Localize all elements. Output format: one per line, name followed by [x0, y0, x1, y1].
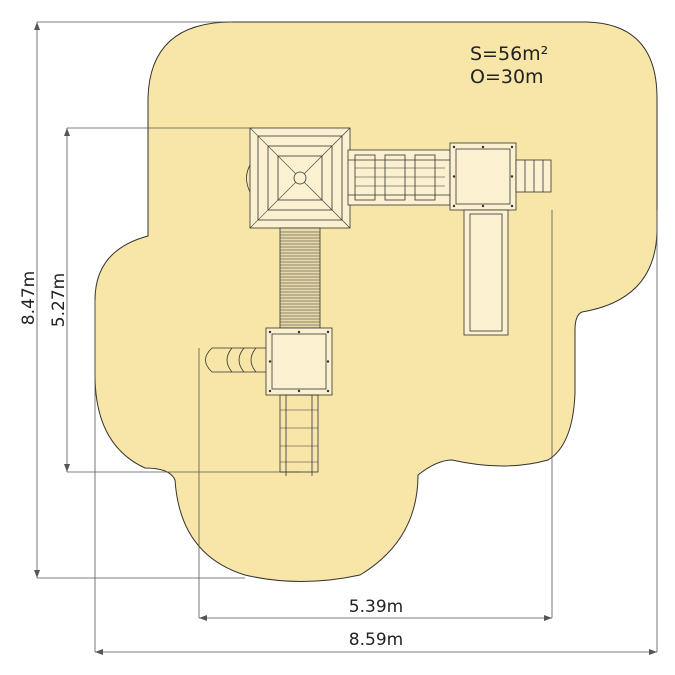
bolt: [268, 360, 272, 363]
dimension-arrows: [34, 22, 657, 655]
bridge: [347, 149, 451, 206]
bolt: [452, 145, 456, 149]
roof-tower: [246, 127, 351, 229]
bolt: [297, 389, 301, 393]
structure: [205, 127, 552, 476]
area-label: S=56m²: [470, 43, 548, 65]
bolt: [481, 145, 485, 149]
slide: [463, 209, 509, 336]
bolt: [268, 389, 272, 393]
bolt: [297, 330, 301, 334]
lower-rails: [205, 347, 266, 373]
inner-width-label: 5.39m: [349, 597, 403, 617]
ladder: [279, 394, 319, 476]
bolt: [481, 204, 485, 208]
bolt: [510, 145, 514, 149]
safety-zone: [94, 21, 658, 582]
crawl-tunnel-ribs: [280, 231, 320, 326]
lower-platform: [265, 327, 333, 396]
inner-height-label: 5.27m: [49, 273, 69, 327]
bolt: [510, 204, 514, 208]
total-width-label: 8.59m: [349, 630, 403, 650]
right-platform: [449, 142, 517, 211]
bolt: [510, 175, 514, 178]
platform-bolts: [268, 145, 514, 393]
crawl-tunnel: [279, 227, 321, 329]
bolt: [268, 330, 272, 334]
dimension-lines: [36, 21, 658, 653]
total-height-label: 8.47m: [19, 271, 39, 325]
bolt: [452, 204, 456, 208]
right-steps: [515, 159, 552, 193]
perimeter-label: O=30m: [470, 66, 544, 88]
bolt: [452, 175, 456, 178]
bolt: [326, 360, 330, 363]
bolt: [326, 389, 330, 393]
bolt: [326, 330, 330, 334]
